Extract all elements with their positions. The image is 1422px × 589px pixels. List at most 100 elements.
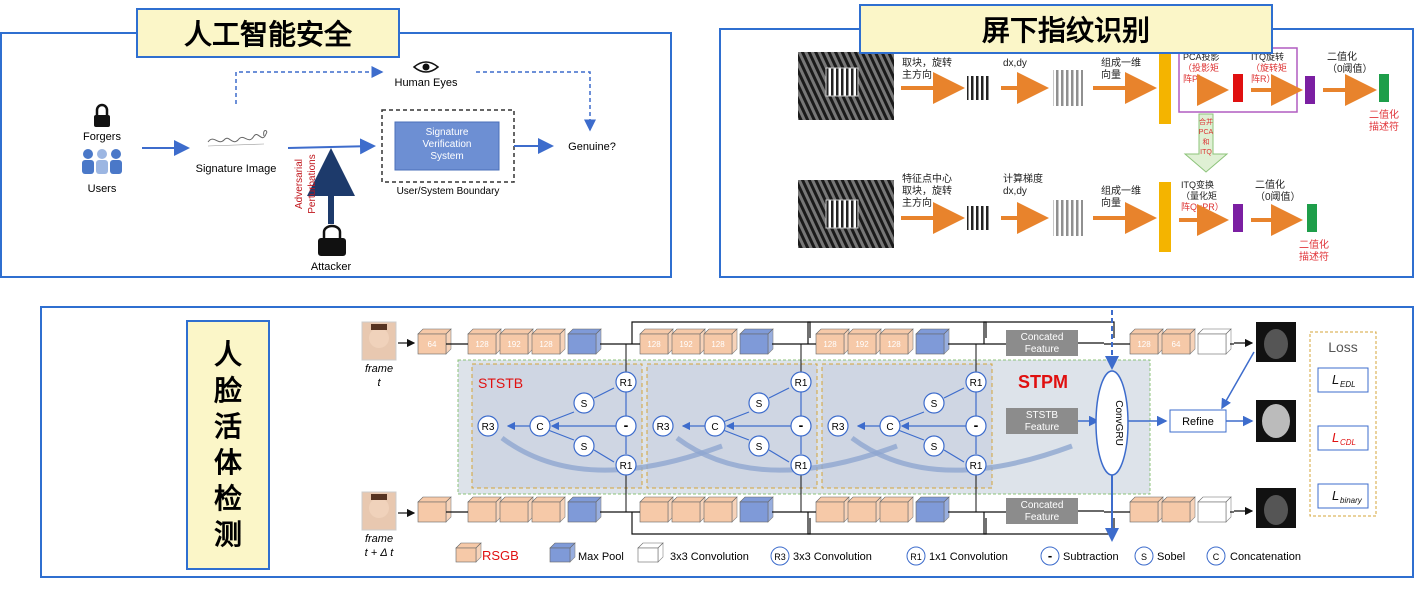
skip-bottom: [983, 512, 1115, 535]
subtraction-node: -: [965, 415, 987, 437]
panel-ai-security: Forgers Users Signature Image Human Eyes…: [0, 32, 672, 278]
users-label: Users: [88, 183, 117, 195]
top-block: 128: [703, 328, 738, 355]
legend-s-icon: S: [1134, 546, 1154, 566]
node-label: R3: [832, 422, 845, 433]
r3-node: R3: [827, 415, 849, 437]
fp-bottom-label-9: 阵Q=PR）: [1181, 201, 1224, 212]
feedback-arc: [850, 435, 1073, 473]
subtraction-node: -: [790, 415, 812, 437]
node-label: S: [931, 442, 938, 453]
node-label: -: [799, 417, 804, 433]
legend-symbol: R1: [910, 552, 922, 562]
concated-feature-bottom: [1006, 498, 1078, 524]
feedback-arc: [500, 435, 723, 473]
frame-t2-time: t + Δ t: [365, 547, 395, 559]
node-label: R3: [482, 422, 495, 433]
bottom-block: [847, 496, 882, 523]
fp-bottom-label-4: dx,dy: [1003, 186, 1027, 197]
loss-title: Loss: [1328, 339, 1358, 355]
subtraction-node: -: [615, 415, 637, 437]
legend-symbol: R3: [774, 552, 786, 562]
fp-mid-label-3: ITQ: [1200, 149, 1212, 156]
concat-node: C: [879, 415, 901, 437]
node-label: R1: [970, 461, 983, 472]
node-link: [943, 387, 965, 399]
fp-top-label-8: ITQ旋转: [1251, 51, 1284, 62]
skip-top: [807, 321, 987, 344]
channel-label: 128: [711, 340, 725, 349]
fp-mid-label-1: PCA: [1199, 129, 1214, 136]
fp-top-label-13: 二值化: [1369, 108, 1399, 121]
node-link: [593, 387, 615, 399]
r1-node-top: R1: [790, 371, 812, 393]
node-link: [722, 429, 750, 441]
attacker-bag-icon: [318, 224, 346, 256]
projection-bar-top: [1233, 74, 1243, 102]
panel2-title: 屏下指纹识别: [859, 4, 1273, 54]
panel3-title: 人 脸 活 体 检 测: [186, 320, 270, 570]
ststb-feature-line-1: STSTB: [1026, 410, 1059, 421]
convgru-label: ConvGRU: [1113, 400, 1124, 446]
node-link: [547, 411, 575, 423]
top-block: 192: [671, 328, 706, 355]
channel-label: 128: [647, 340, 661, 349]
s-node-top: S: [748, 392, 770, 414]
node-label: -: [974, 417, 979, 433]
node-label: R1: [620, 378, 633, 389]
panel3-title-char-1: 人: [213, 338, 242, 371]
fp-bottom-label-1: 取块，旋转: [902, 184, 952, 197]
channel-label: 192: [679, 340, 693, 349]
top-block: 128: [815, 328, 850, 355]
legend-concat: Concatenation: [1230, 551, 1301, 563]
panel3-title-char-5: 检: [213, 482, 242, 515]
node-label: -: [624, 417, 629, 433]
legend-symbol: S: [1141, 552, 1147, 562]
ststb-feature-line-2: Feature: [1025, 422, 1060, 433]
fingerprint-diagram: 取块，旋转 主方向 dx,dy 组成一维 向量 PCA投影 （投影矩 阵P） I…: [798, 47, 1399, 263]
boundary-label: User/System Boundary: [397, 186, 500, 197]
ststb-feature-box: [1006, 408, 1078, 434]
node-link: [897, 429, 925, 441]
fp-top-label-3: 组成一维: [1101, 56, 1141, 69]
binary-bar-bottom: [1307, 204, 1317, 232]
top-block: 64: [417, 328, 452, 355]
legend-r1: 1x1 Convolution: [929, 551, 1008, 563]
loss-subscript: binary: [1340, 496, 1363, 505]
s-node-top: S: [923, 392, 945, 414]
s-node-bottom: S: [748, 435, 770, 457]
stpm-label: STPM: [1018, 372, 1068, 392]
fp-bottom-label-2: 主方向: [902, 196, 932, 209]
human-eyes-label: Human Eyes: [395, 77, 458, 89]
loss-symbol: L: [1332, 372, 1339, 387]
r3-node: R3: [477, 415, 499, 437]
legend-conv3: 3x3 Convolution: [670, 551, 749, 563]
bottom-block: [671, 496, 706, 523]
top-block: 128: [639, 328, 674, 355]
top-block: [1197, 328, 1232, 355]
r1-node-bottom: R1: [965, 454, 987, 476]
fp-top-label-14: 描述符: [1369, 120, 1399, 133]
channel-label: 192: [507, 340, 521, 349]
s-node-top: S: [573, 392, 595, 414]
fp-bottom-label-10: 二值化: [1255, 178, 1285, 191]
bottom-block: [639, 496, 674, 523]
node-label: R1: [795, 461, 808, 472]
node-label: R1: [795, 378, 808, 389]
loss-subscript: EDL: [1340, 380, 1356, 389]
channel-label: 128: [823, 340, 837, 349]
feedback-arc: [675, 435, 898, 473]
channel-label: 64: [428, 340, 437, 349]
top-block: [915, 328, 950, 355]
bottom-block: [1161, 496, 1196, 523]
refine-label: Refine: [1182, 416, 1214, 428]
bottom-block: [467, 496, 502, 523]
node-label: S: [581, 399, 588, 410]
fp-top-label-2: dx,dy: [1003, 58, 1027, 69]
top-block: 128: [531, 328, 566, 355]
legend-symbol: -: [1048, 548, 1052, 563]
top-block: 128: [467, 328, 502, 355]
node-link: [547, 429, 575, 441]
